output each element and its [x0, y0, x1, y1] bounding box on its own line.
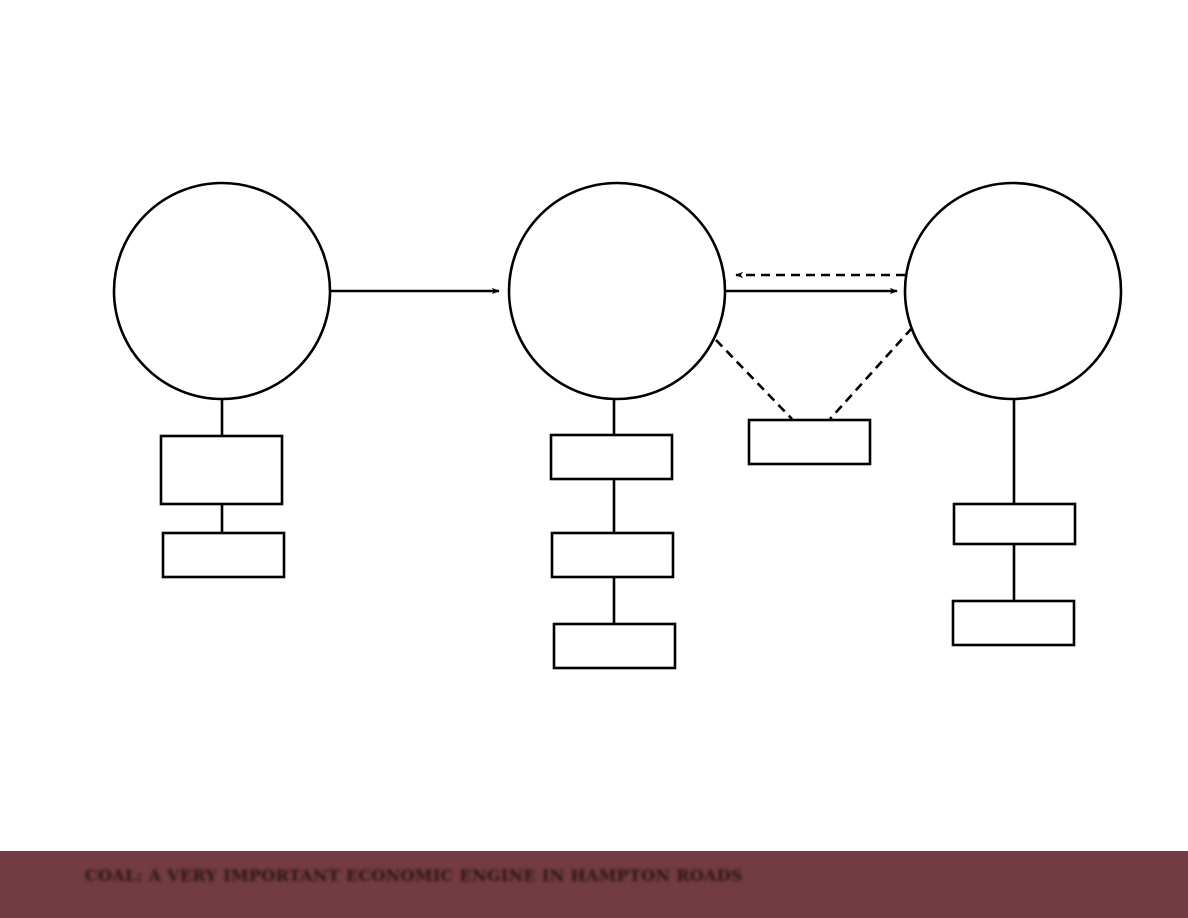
dashed-link-middle-to-shared-box [715, 339, 793, 420]
right-box-2 [951, 599, 1076, 647]
left-box-2 [161, 531, 286, 579]
middle-box-2 [550, 531, 675, 579]
shared-box [747, 418, 872, 466]
node-right [903, 181, 1123, 401]
node-left [112, 181, 332, 401]
footer-bar [0, 851, 1188, 918]
middle-box-1 [549, 433, 674, 481]
middle-box-3 [552, 622, 677, 670]
node-middle [507, 181, 727, 401]
dashed-link-right-to-shared-box [829, 327, 913, 420]
footer-caption: COAL: A VERY IMPORTANT ECONOMIC ENGINE I… [85, 866, 743, 885]
left-box-1 [159, 434, 284, 506]
right-box-1 [952, 502, 1077, 546]
